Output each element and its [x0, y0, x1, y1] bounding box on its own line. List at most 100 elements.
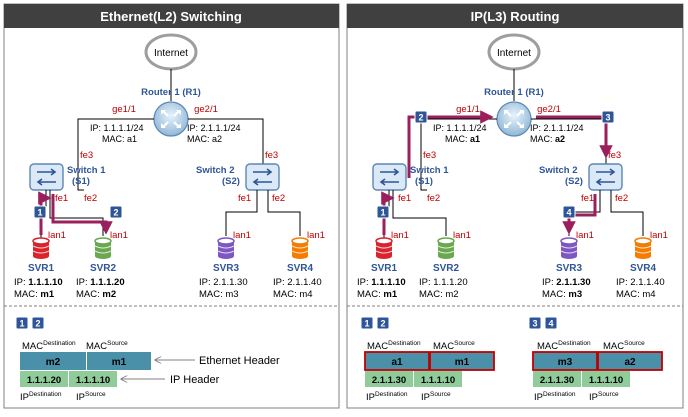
- svg-text:3: 3: [605, 113, 610, 123]
- server-lan-port: lan1: [650, 230, 668, 241]
- l3a-ip-src-field: [414, 371, 462, 387]
- server-ip: IP: 1.1.1.10: [357, 277, 406, 288]
- router-port-right: ge2/1: [194, 104, 218, 115]
- l3a-mac-src-caption: MACSource: [433, 340, 475, 352]
- l2-ip-src-field: [69, 371, 117, 387]
- l3a-mac-dest-caption: MACDestination: [367, 340, 421, 352]
- svg-text:4: 4: [548, 319, 553, 329]
- switch-1-port-a: fe1: [398, 193, 411, 204]
- l2-mac-src-field: [87, 352, 151, 370]
- server-lan-port: lan1: [307, 230, 325, 241]
- step-badge: 2: [414, 110, 428, 124]
- server-name: SVR1: [28, 263, 55, 274]
- server-lan-port: lan1: [48, 230, 66, 241]
- server-mac: MAC: m3: [542, 289, 582, 300]
- l3b-mac-src-value: a2: [624, 357, 636, 368]
- l3-panel-title-bar: [347, 4, 683, 28]
- server-lan-port: lan1: [110, 230, 128, 241]
- svg-text:4: 4: [566, 208, 571, 218]
- l2-mac-src-value: m1: [112, 357, 127, 368]
- switch-1-uplink: fe3: [80, 150, 93, 161]
- l3b-ip-src-caption: IPSource: [589, 391, 619, 403]
- router-left-mac: MAC: a1: [102, 134, 137, 144]
- server-mac: MAC: m1: [14, 289, 55, 300]
- database-icon: [291, 237, 309, 259]
- router-left-ip: IP: 1.1.1.1/24: [433, 123, 487, 133]
- server-name: SVR2: [90, 263, 117, 274]
- l3a-ip-src-caption: IPSource: [421, 391, 451, 403]
- l3a-mac-dest-value: a1: [391, 357, 403, 368]
- svg-text:2: 2: [418, 113, 423, 123]
- database-icon: [560, 237, 578, 259]
- frame-step-badge: 3: [528, 316, 542, 330]
- l2-mac-src-caption: MACSource: [86, 340, 128, 352]
- l3-panel-title: IP(L3) Routing: [471, 9, 560, 24]
- server-mac: MAC: m4: [273, 289, 313, 300]
- switch-2-icon: [245, 163, 280, 191]
- frame-step-badge: 1: [360, 316, 374, 330]
- server-mac: MAC: m4: [616, 289, 656, 300]
- l2-mac-dest-value: m2: [46, 357, 61, 368]
- internet-cloud: Internet: [144, 33, 198, 71]
- server-lan-port: lan1: [391, 230, 409, 241]
- step-badge: 2: [109, 205, 123, 219]
- frame-step-badge: 2: [376, 316, 390, 330]
- step-badge: 1: [33, 205, 47, 219]
- switch-2-uplink: fe3: [608, 150, 621, 161]
- router-port-right: ge2/1: [537, 104, 561, 115]
- switch-2-id: (S2): [222, 176, 240, 187]
- server-ip: IP: 2.1.1.30: [199, 277, 248, 288]
- l2-ip-dest-caption: IPDestination: [20, 391, 62, 403]
- router-label: Router 1 (R1): [141, 87, 201, 98]
- svg-text:1: 1: [364, 319, 369, 329]
- switch-1-id: (S1): [72, 176, 90, 187]
- server-mac: MAC: m2: [76, 289, 116, 300]
- l3b-mac-dest-value: m3: [558, 357, 573, 368]
- router-port-left: ge1/1: [112, 104, 136, 115]
- router-right-mac: MAC: a2: [530, 134, 565, 144]
- switch-2-port-b: fe2: [615, 193, 628, 204]
- server-name: SVR3: [556, 263, 583, 274]
- switch-1-id: (S1): [415, 176, 433, 187]
- router-left-mac: MAC: a1: [445, 134, 480, 144]
- l3b-ip-dest-caption: IPDestination: [534, 391, 576, 403]
- l3b-ip-src-value: 1.1.1.10: [589, 375, 623, 386]
- l2-mac-dest-field: [20, 352, 86, 370]
- database-icon: [375, 237, 393, 259]
- server-mac: MAC: m3: [199, 289, 239, 300]
- switch-1-icon: [372, 163, 407, 191]
- server-ip: IP: 1.1.1.20: [76, 277, 125, 288]
- server-ip: IP: 2.1.1.30: [542, 277, 591, 288]
- ethernet-header-label: Ethernet Header: [199, 355, 280, 367]
- l2-panel-title: Ethernet(L2) Switching: [100, 9, 242, 24]
- server-name: SVR4: [630, 263, 657, 274]
- router-label: Router 1 (R1): [484, 87, 544, 98]
- ip-header-label: IP Header: [170, 374, 220, 386]
- svg-text:1: 1: [19, 319, 24, 329]
- l2-mac-dest-caption: MACDestination: [22, 340, 76, 352]
- switch-1-port-b: fe2: [427, 193, 440, 204]
- svg-text:2: 2: [113, 208, 118, 218]
- l3a-ip-src-value: 1.1.1.10: [421, 375, 455, 386]
- router-right-ip: IP: 2.1.1.1/24: [187, 123, 241, 133]
- l2-ip-src-caption: IPSource: [76, 391, 106, 403]
- database-icon: [32, 237, 50, 259]
- l3b-mac-src-field: [597, 351, 663, 371]
- svg-text:2: 2: [35, 319, 40, 329]
- internet-label: Internet: [154, 48, 188, 59]
- l3b-ip-dest-field: [533, 371, 581, 387]
- l2-panel: Ethernet(L2) Switching Internet Router 1…: [3, 3, 340, 409]
- l3a-mac-dest-field: [364, 351, 430, 371]
- switch-1-uplink: fe3: [423, 150, 436, 161]
- svg-text:3: 3: [532, 319, 537, 329]
- l3b-ip-src-field: [582, 371, 630, 387]
- svg-text:2: 2: [380, 319, 385, 329]
